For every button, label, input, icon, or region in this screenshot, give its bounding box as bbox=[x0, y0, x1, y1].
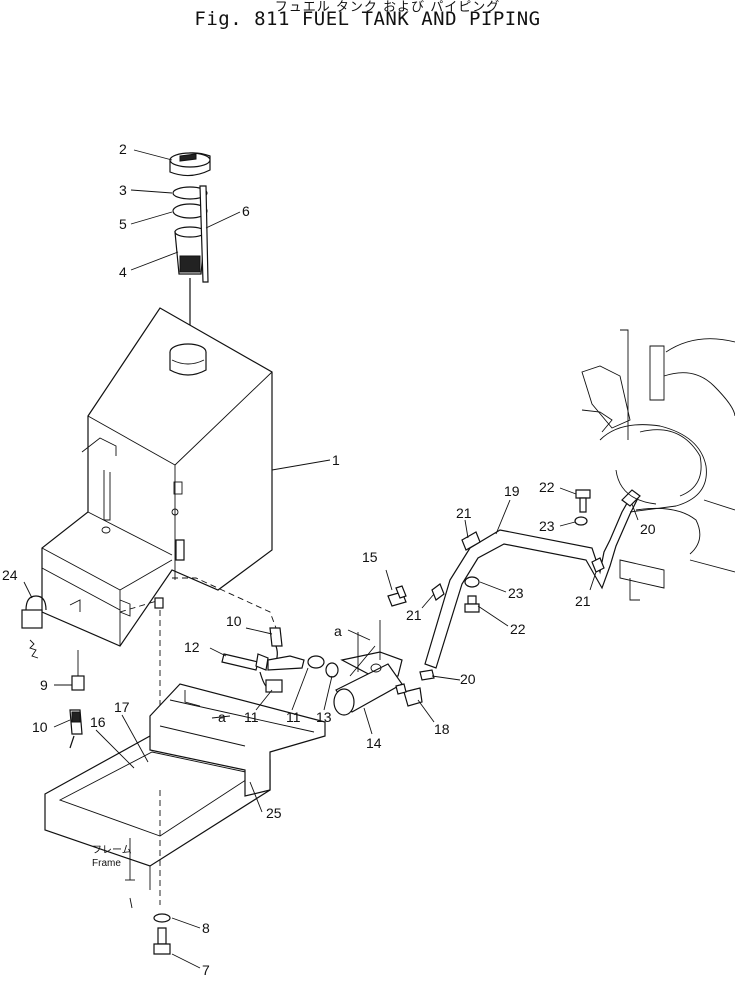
callout-11-right: 11 bbox=[286, 709, 301, 725]
callout-23-upper: 23 bbox=[539, 518, 555, 534]
callout-13: 13 bbox=[316, 709, 332, 725]
callout-2: 2 bbox=[119, 141, 127, 157]
callout-14: 14 bbox=[366, 735, 382, 751]
callout-12: 12 bbox=[184, 639, 200, 655]
leader-lines bbox=[23, 149, 639, 969]
callout-11-left: 11 bbox=[244, 709, 259, 725]
callout-21-top: 21 bbox=[456, 505, 472, 521]
diagram-title: Fig. 811 FUEL TANK AND PIPING bbox=[194, 8, 541, 30]
bolt bbox=[153, 927, 171, 955]
callout-23-lower: 23 bbox=[508, 585, 524, 601]
callout-10-left: 10 bbox=[32, 719, 48, 735]
callout-16: 16 bbox=[90, 714, 106, 730]
mount-pad bbox=[154, 597, 164, 609]
callout-17: 17 bbox=[114, 699, 130, 715]
fuel-filter bbox=[333, 651, 403, 716]
callout-3: 3 bbox=[119, 182, 127, 198]
callout-21-right: 21 bbox=[575, 593, 591, 609]
hose-12 bbox=[221, 653, 269, 689]
diagram-title-japanese: フュエル タンク および パイピング bbox=[274, 0, 501, 15]
callout-22-upper: 22 bbox=[539, 479, 555, 495]
bolt-22-lower bbox=[464, 595, 480, 613]
fitting-18 bbox=[395, 683, 423, 707]
engine bbox=[581, 329, 735, 601]
callout-6: 6 bbox=[242, 203, 250, 219]
callout-24: 24 bbox=[2, 567, 18, 583]
callout-20-lower: 20 bbox=[460, 671, 476, 687]
callout-1: 1 bbox=[332, 452, 340, 468]
callout-5: 5 bbox=[119, 216, 127, 232]
level-gauge bbox=[199, 185, 209, 283]
callout-numbers: 2 3 5 4 6 1 24 9 10 16 17 10 12 11 11 13… bbox=[2, 141, 656, 978]
padlock bbox=[21, 595, 47, 659]
callout-22-lower: 22 bbox=[510, 621, 526, 637]
drain-fitting bbox=[69, 675, 85, 749]
callout-10-right: 10 bbox=[226, 613, 242, 629]
gasket bbox=[172, 186, 208, 200]
bolt-22-upper bbox=[575, 489, 591, 513]
bracket bbox=[149, 683, 326, 797]
washer-23-lower bbox=[464, 576, 480, 588]
callout-19: 19 bbox=[504, 483, 520, 499]
callout-20-upper: 20 bbox=[640, 521, 656, 537]
washer bbox=[153, 913, 171, 923]
callout-8: 8 bbox=[202, 920, 210, 936]
reference-a-lower: a bbox=[218, 709, 226, 725]
callout-15: 15 bbox=[362, 549, 378, 565]
callout-21-left: 21 bbox=[406, 607, 422, 623]
washer-23-upper bbox=[574, 516, 588, 526]
frame-label-japanese: フレーム bbox=[92, 844, 132, 856]
connector-11 bbox=[265, 655, 305, 693]
fuel-pipe bbox=[424, 489, 641, 669]
callout-9: 9 bbox=[40, 677, 48, 693]
elbow-fitting bbox=[307, 655, 339, 678]
nut-20 bbox=[419, 669, 435, 681]
callout-7: 7 bbox=[202, 962, 210, 978]
fuel-cap bbox=[169, 152, 211, 177]
strainer bbox=[174, 226, 206, 275]
fuel-tank bbox=[41, 307, 273, 647]
reference-a-upper: a bbox=[334, 623, 342, 639]
callout-4: 4 bbox=[119, 264, 127, 280]
callout-18: 18 bbox=[434, 721, 450, 737]
callout-25: 25 bbox=[266, 805, 282, 821]
bleeder-screw bbox=[387, 585, 407, 607]
frame-label: Frame bbox=[92, 858, 121, 869]
